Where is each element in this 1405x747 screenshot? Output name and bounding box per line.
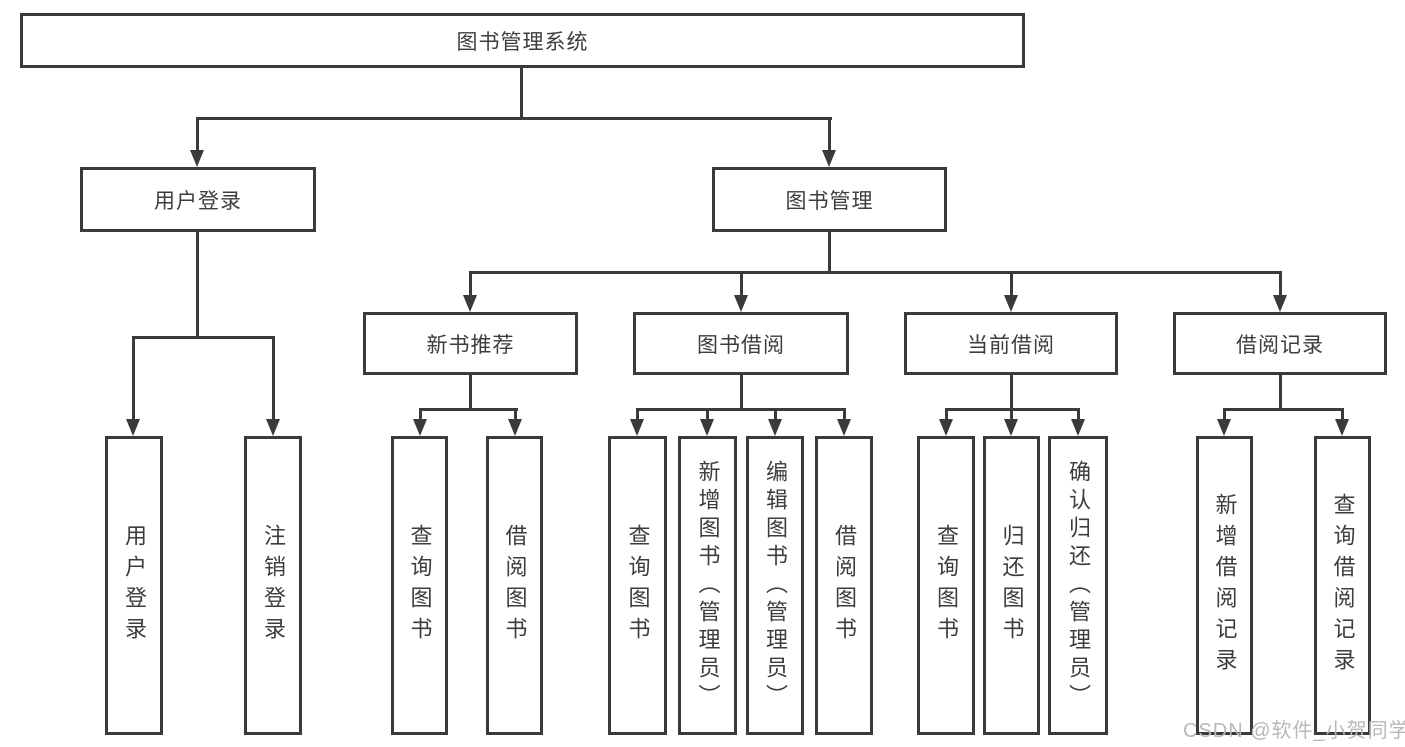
arrow-down-icon xyxy=(1004,295,1018,312)
leaf-currentborrow-return-label: 归还图书 xyxy=(999,523,1025,648)
node-root-label: 图书管理系统 xyxy=(456,30,589,54)
leaf-newbook-borrow-label: 借阅图书 xyxy=(502,523,528,648)
connector-line xyxy=(774,408,777,421)
leaf-newbook-query: 查询图书 xyxy=(391,436,448,735)
leaf-user-login-label: 用户登录 xyxy=(122,523,147,648)
arrow-down-icon xyxy=(822,150,836,167)
node-current-borrow: 当前借阅 xyxy=(904,312,1118,375)
connector-line xyxy=(469,271,472,297)
connector-line xyxy=(1010,375,1013,408)
connector-line xyxy=(196,232,199,336)
connector-line xyxy=(514,408,517,421)
connector-line xyxy=(469,375,472,408)
connector-line xyxy=(419,408,422,421)
leaf-currentborrow-confirm-admin: 确认归还（管理员） xyxy=(1048,436,1108,735)
connector-line xyxy=(636,408,845,411)
leaf-borrowrecord-add: 新增借阅记录 xyxy=(1196,436,1253,735)
leaf-bookborrow-borrow-label: 借阅图书 xyxy=(832,523,857,648)
arrow-down-icon xyxy=(768,419,782,436)
connector-line xyxy=(1341,408,1344,421)
connector-line xyxy=(1077,408,1080,421)
node-book-borrow: 图书借阅 xyxy=(633,312,849,375)
arrow-down-icon xyxy=(734,295,748,312)
connector-line xyxy=(945,408,948,421)
connector-line xyxy=(636,408,639,421)
connector-line xyxy=(1279,271,1282,297)
node-book-mgmt-branch-label: 图书管理 xyxy=(785,189,874,213)
connector-line xyxy=(828,232,831,271)
connector-line xyxy=(196,117,832,120)
arrow-down-icon xyxy=(1071,419,1085,436)
connector-line xyxy=(1010,271,1013,297)
leaf-bookborrow-add-admin-label: 新增图书（管理员） xyxy=(695,459,721,712)
connector-line xyxy=(520,68,523,119)
leaf-borrowrecord-query: 查询借阅记录 xyxy=(1314,436,1371,735)
leaf-currentborrow-query: 查询图书 xyxy=(917,436,975,735)
leaf-borrowrecord-add-label: 新增借阅记录 xyxy=(1212,492,1238,679)
arrow-down-icon xyxy=(630,419,644,436)
connector-line xyxy=(196,117,199,153)
connector-line xyxy=(1223,408,1226,421)
connector-line xyxy=(828,117,831,153)
node-borrow-record-label: 借阅记录 xyxy=(1236,333,1324,357)
node-user-login-branch-label: 用户登录 xyxy=(154,189,242,213)
connector-line xyxy=(740,375,743,408)
arrow-down-icon xyxy=(1335,419,1349,436)
connector-line xyxy=(1223,408,1343,411)
arrow-down-icon xyxy=(126,419,140,436)
connector-line xyxy=(272,336,275,421)
node-user-login-branch: 用户登录 xyxy=(80,167,316,232)
leaf-newbook-borrow: 借阅图书 xyxy=(486,436,543,735)
connector-line xyxy=(132,336,275,339)
leaf-bookborrow-borrow: 借阅图书 xyxy=(815,436,873,735)
arrow-down-icon xyxy=(1273,295,1287,312)
arrow-down-icon xyxy=(1217,419,1231,436)
connector-line xyxy=(419,408,518,411)
arrow-down-icon xyxy=(463,295,477,312)
leaf-bookborrow-add-admin: 新增图书（管理员） xyxy=(678,436,737,735)
node-root: 图书管理系统 xyxy=(20,13,1025,68)
watermark: CSDN @软件_小贺同学 xyxy=(1183,720,1405,742)
arrow-down-icon xyxy=(939,419,953,436)
leaf-bookborrow-query: 查询图书 xyxy=(608,436,667,735)
node-book-mgmt-branch: 图书管理 xyxy=(712,167,947,232)
connector-line xyxy=(1279,375,1282,408)
leaf-user-login: 用户登录 xyxy=(105,436,163,735)
leaf-logout: 注销登录 xyxy=(244,436,302,735)
node-borrow-record: 借阅记录 xyxy=(1173,312,1387,375)
leaf-bookborrow-edit-admin-label: 编辑图书（管理员） xyxy=(763,459,788,712)
leaf-bookborrow-edit-admin: 编辑图书（管理员） xyxy=(746,436,804,735)
arrow-down-icon xyxy=(508,419,522,436)
arrow-down-icon xyxy=(266,419,280,436)
arrow-down-icon xyxy=(837,419,851,436)
node-current-borrow-label: 当前借阅 xyxy=(967,333,1055,357)
leaf-currentborrow-return: 归还图书 xyxy=(983,436,1040,735)
connector-line xyxy=(843,408,846,421)
arrow-down-icon xyxy=(1004,419,1018,436)
node-new-book: 新书推荐 xyxy=(363,312,578,375)
leaf-newbook-query-label: 查询图书 xyxy=(407,523,433,648)
leaf-currentborrow-confirm-admin-label: 确认归还（管理员） xyxy=(1066,459,1091,712)
leaf-borrowrecord-query-label: 查询借阅记录 xyxy=(1330,492,1356,679)
connector-line xyxy=(132,336,135,421)
connector-line xyxy=(469,271,1282,274)
leaf-bookborrow-query-label: 查询图书 xyxy=(625,523,651,648)
connector-line xyxy=(706,408,709,421)
arrow-down-icon xyxy=(190,150,204,167)
node-book-borrow-label: 图书借阅 xyxy=(697,333,785,357)
node-new-book-label: 新书推荐 xyxy=(426,333,515,357)
leaf-currentborrow-query-label: 查询图书 xyxy=(934,523,959,648)
connector-line xyxy=(1010,408,1013,421)
connector-line xyxy=(740,271,743,297)
arrow-down-icon xyxy=(700,419,714,436)
arrow-down-icon xyxy=(413,419,427,436)
leaf-logout-label: 注销登录 xyxy=(261,523,286,648)
